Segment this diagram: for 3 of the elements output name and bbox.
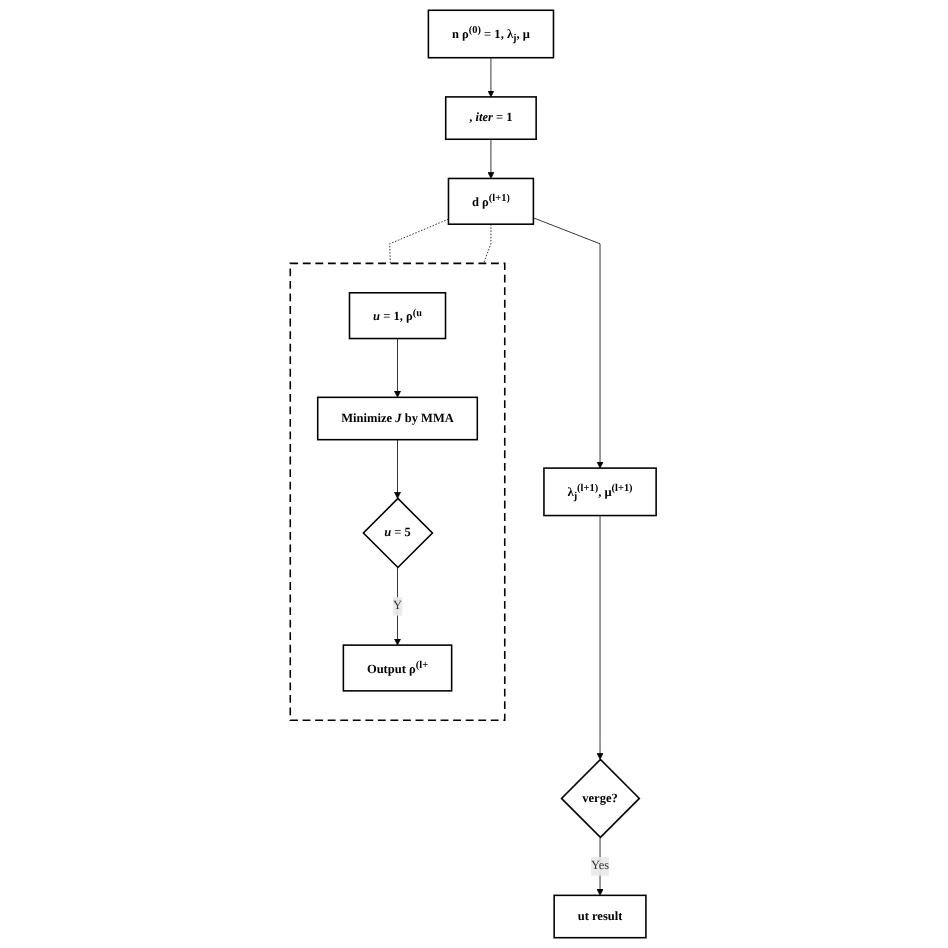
cluster xyxy=(290,262,507,722)
connector xyxy=(390,218,450,264)
connector xyxy=(483,223,493,264)
